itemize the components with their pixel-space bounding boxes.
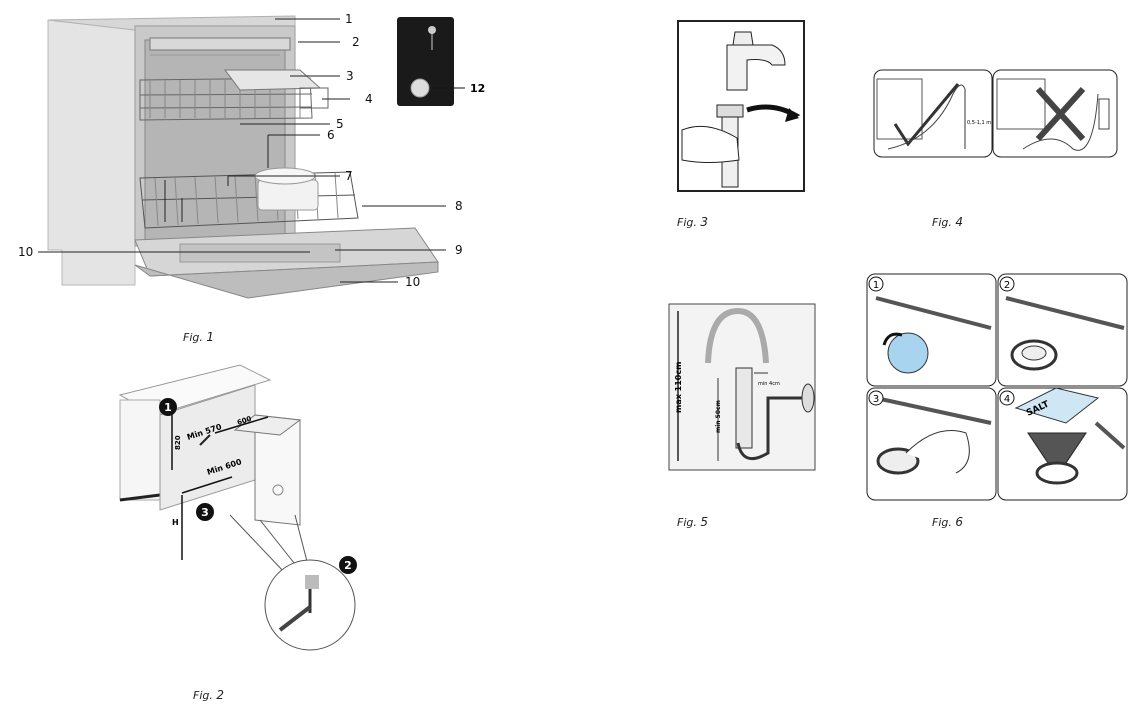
fig-4-caption: Fig. 4 <box>932 215 964 229</box>
min-4cm-label: min 4cm <box>758 381 780 387</box>
min-50cm-label: min 50cm <box>715 400 722 433</box>
step-1-panel <box>866 273 997 387</box>
step-2-panel <box>997 273 1128 387</box>
figure-3-tap <box>677 20 805 192</box>
dim-h: H <box>172 518 179 527</box>
marker-2-label: 2 <box>344 559 352 572</box>
callout-12: 12 <box>470 82 485 95</box>
fig-2-caption: Fig. 2 <box>193 688 225 702</box>
dishwasher-illustration: 1 2 3 4 5 6 7 8 9 10 10 12 <box>18 12 485 299</box>
step-1-label: 1 <box>873 280 879 291</box>
callout-9: 9 <box>455 243 463 257</box>
callout-10-right: 10 <box>405 275 420 289</box>
callout-7: 7 <box>345 169 353 183</box>
marker-1-label: 1 <box>164 401 172 414</box>
marker-3 <box>196 503 214 521</box>
fig-1-caption: Fig. 1 <box>183 330 215 344</box>
fig-6-caption: Fig. 6 <box>932 515 964 529</box>
fig-5-caption: Fig. 5 <box>677 515 709 529</box>
figure-4-hose: 0,5-1,1 m <box>873 69 1119 159</box>
drain-illustration: max 110cm min 50cm min 4cm <box>668 303 816 471</box>
step-2-label: 2 <box>1004 280 1010 291</box>
callout-4: 4 <box>365 92 373 106</box>
callout-10-left: 10 <box>18 245 33 259</box>
dim-820: 820 <box>174 435 182 450</box>
step-4-label: 4 <box>1004 394 1010 405</box>
figure-2-installation: Min 570 Min 600 600 820 H 1 3 2 <box>110 355 380 655</box>
figure-5-drain: max 110cm min 50cm min 4cm <box>668 303 816 471</box>
step-3-label: 3 <box>873 394 879 405</box>
figure-6-salt-refill: 1 2 3 SALT 4 <box>866 273 1128 503</box>
figure-1-dishwasher: 1 2 3 4 5 6 7 8 9 10 10 12 <box>0 0 500 320</box>
max-110cm-label: max 110cm <box>674 362 683 413</box>
callout-2: 2 <box>352 35 360 49</box>
marker-2 <box>339 556 357 574</box>
callout-5: 5 <box>336 117 344 131</box>
callout-8: 8 <box>455 199 463 213</box>
marker-3-label: 3 <box>201 506 209 519</box>
callout-3: 3 <box>346 69 354 83</box>
fig-3-caption: Fig. 3 <box>677 215 709 229</box>
inset-photo <box>397 17 454 106</box>
marker-1 <box>159 398 177 416</box>
tap-illustration <box>677 20 805 192</box>
hose-height-label: 0,5-1,1 m <box>967 120 991 126</box>
callout-6: 6 <box>327 128 335 142</box>
callout-1: 1 <box>345 12 353 26</box>
salt-refill-steps: 1 2 3 SALT 4 <box>866 273 1128 501</box>
installation-illustration: Min 570 Min 600 600 820 H 1 3 2 <box>118 364 357 651</box>
hose-routing-illustration: 0,5-1,1 m <box>873 69 1118 158</box>
